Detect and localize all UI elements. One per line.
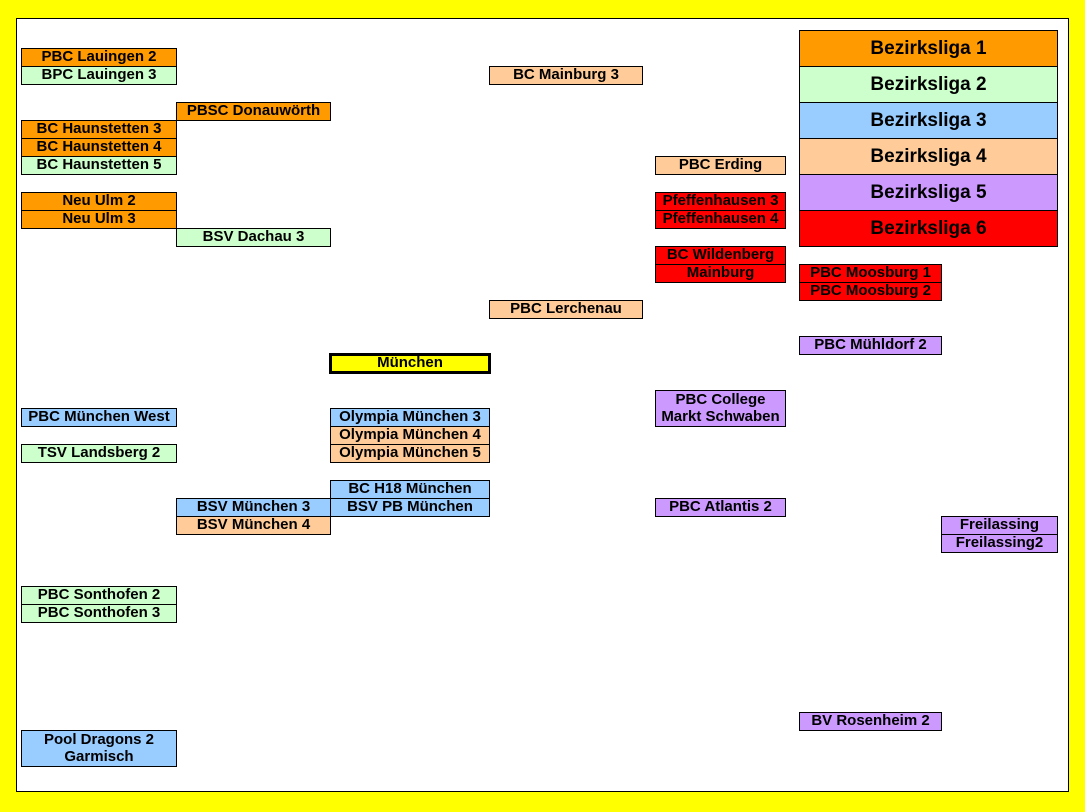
center-muenchen: München bbox=[329, 353, 491, 374]
team-pfeffenhausen-4: Pfeffenhausen 4 bbox=[655, 210, 786, 229]
legend-bezirksliga-6: Bezirksliga 6 bbox=[799, 210, 1058, 247]
team-pbc-sonthofen-2: PBC Sonthofen 2 bbox=[21, 586, 177, 605]
team-pbc-atlantis-2: PBC Atlantis 2 bbox=[655, 498, 786, 517]
team-pool-dragons-2-garmisch: Pool Dragons 2 Garmisch bbox=[21, 730, 177, 767]
legend-bezirksliga-1: Bezirksliga 1 bbox=[799, 30, 1058, 67]
team-bpc-lauingen-3: BPC Lauingen 3 bbox=[21, 66, 177, 85]
team-pbc-muehldorf-2: PBC Mühldorf 2 bbox=[799, 336, 942, 355]
team-pbc-erding: PBC Erding bbox=[655, 156, 786, 175]
team-pbc-moosburg-1: PBC Moosburg 1 bbox=[799, 264, 942, 283]
team-pbc-sonthofen-3: PBC Sonthofen 3 bbox=[21, 604, 177, 623]
team-pbc-college-line1: PBC College bbox=[675, 391, 766, 408]
team-pool-dragons-line2: Garmisch bbox=[64, 748, 134, 765]
team-olympia-muenchen-5: Olympia München 5 bbox=[330, 444, 490, 463]
team-olympia-muenchen-4: Olympia München 4 bbox=[330, 426, 490, 445]
team-pbc-college-line2: Markt Schwaben bbox=[661, 408, 780, 425]
team-olympia-muenchen-3: Olympia München 3 bbox=[330, 408, 490, 427]
team-bsv-pb-muenchen: BSV PB München bbox=[330, 498, 490, 517]
team-freilassing2: Freilassing2 bbox=[941, 534, 1058, 553]
team-mainburg: Mainburg bbox=[655, 264, 786, 283]
team-neu-ulm-2: Neu Ulm 2 bbox=[21, 192, 177, 211]
team-bsv-dachau-3: BSV Dachau 3 bbox=[176, 228, 331, 247]
team-pool-dragons-line1: Pool Dragons 2 bbox=[43, 731, 155, 748]
team-neu-ulm-3: Neu Ulm 3 bbox=[21, 210, 177, 229]
team-pbc-lauingen-2: PBC Lauingen 2 bbox=[21, 48, 177, 67]
legend-bezirksliga-2: Bezirksliga 2 bbox=[799, 66, 1058, 103]
team-bc-mainburg-3: BC Mainburg 3 bbox=[489, 66, 643, 85]
team-pbsc-donauwoerth: PBSC Donauwörth bbox=[176, 102, 331, 121]
team-tsv-landsberg-2: TSV Landsberg 2 bbox=[21, 444, 177, 463]
team-pbc-moosburg-2: PBC Moosburg 2 bbox=[799, 282, 942, 301]
team-pbc-lerchenau: PBC Lerchenau bbox=[489, 300, 643, 319]
team-bc-wildenberg: BC Wildenberg bbox=[655, 246, 786, 265]
team-bc-haunstetten-5: BC Haunstetten 5 bbox=[21, 156, 177, 175]
team-bc-h18-muenchen: BC H18 München bbox=[330, 480, 490, 499]
team-bsv-muenchen-4: BSV München 4 bbox=[176, 516, 331, 535]
team-pfeffenhausen-3: Pfeffenhausen 3 bbox=[655, 192, 786, 211]
team-bc-haunstetten-3: BC Haunstetten 3 bbox=[21, 120, 177, 139]
team-freilassing: Freilassing bbox=[941, 516, 1058, 535]
team-pbc-muenchen-west: PBC München West bbox=[21, 408, 177, 427]
team-bv-rosenheim-2: BV Rosenheim 2 bbox=[799, 712, 942, 731]
legend-bezirksliga-4: Bezirksliga 4 bbox=[799, 138, 1058, 175]
team-pbc-college-markt-schwaben: PBC College Markt Schwaben bbox=[655, 390, 786, 427]
legend-bezirksliga-3: Bezirksliga 3 bbox=[799, 102, 1058, 139]
team-bsv-muenchen-3: BSV München 3 bbox=[176, 498, 331, 517]
legend-bezirksliga-5: Bezirksliga 5 bbox=[799, 174, 1058, 211]
team-bc-haunstetten-4: BC Haunstetten 4 bbox=[21, 138, 177, 157]
